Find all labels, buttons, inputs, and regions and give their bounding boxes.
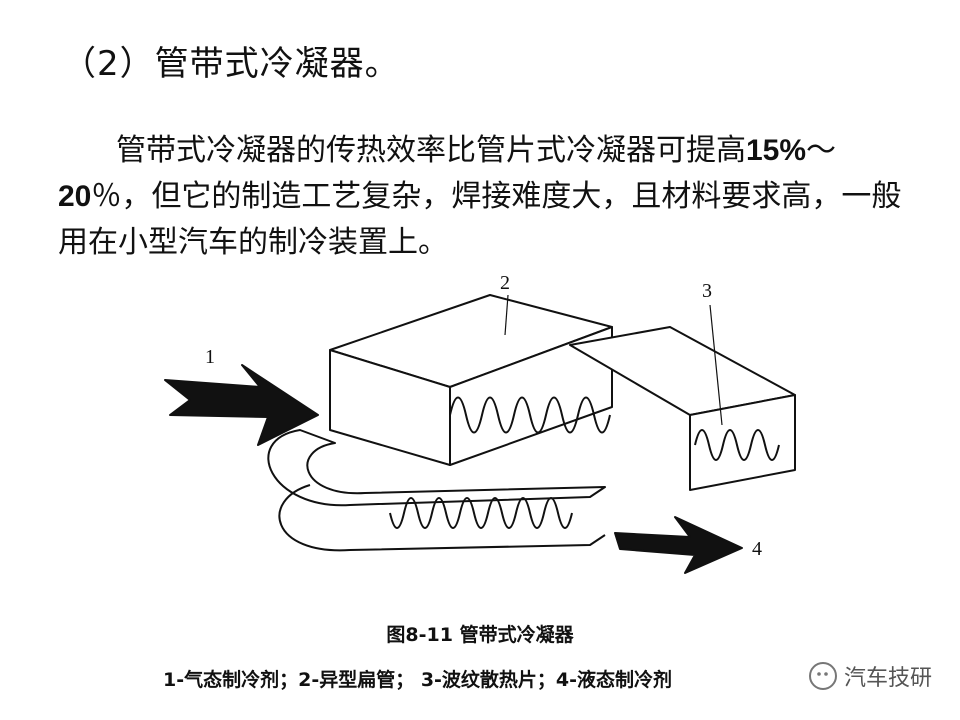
bottom-tube [278,484,606,552]
para-bold-1: 15% [746,134,807,167]
label-3: 3 [702,280,712,302]
inlet-arrow [164,364,319,446]
left-fins-upper [449,396,611,434]
label-1: 1 [205,346,215,368]
para-text-2: ～ [806,133,837,168]
figure-caption: 图8-11 管带式冷凝器 [386,624,574,646]
right-block-side [689,394,796,491]
u-bend-tube [267,429,606,507]
para-bold-2: 20 [58,180,92,213]
condenser-diagram: 1 2 3 4 [164,272,796,574]
watermark: 汽车技研 [808,660,932,692]
outlet-arrow [614,516,743,574]
label-2: 2 [500,272,510,294]
label-4: 4 [752,538,762,560]
para-text-1: 管带式冷凝器的传热效率比管片式冷凝器可提高 [116,133,746,168]
wechat-icon [808,662,837,690]
right-fins [694,429,780,461]
left-fins-lower [389,497,573,529]
para-text-3: ％，但它的制造工艺复杂，焊接难度大，且材料要求高，一般用在小型汽车的制冷装置上。 [58,179,902,260]
description-paragraph: 管带式冷凝器的传热效率比管片式冷凝器可提高15%～ 20％，但它的制造工艺复杂，焊… [58,128,908,266]
watermark-text: 汽车技研 [843,666,932,691]
left-block-side [449,326,613,466]
figure-legend: 1-气态制冷剂；2-异型扁管； 3-波纹散热片；4-液态制冷剂 [163,669,673,691]
page-heading: （2）管带式冷凝器。 [62,44,400,84]
